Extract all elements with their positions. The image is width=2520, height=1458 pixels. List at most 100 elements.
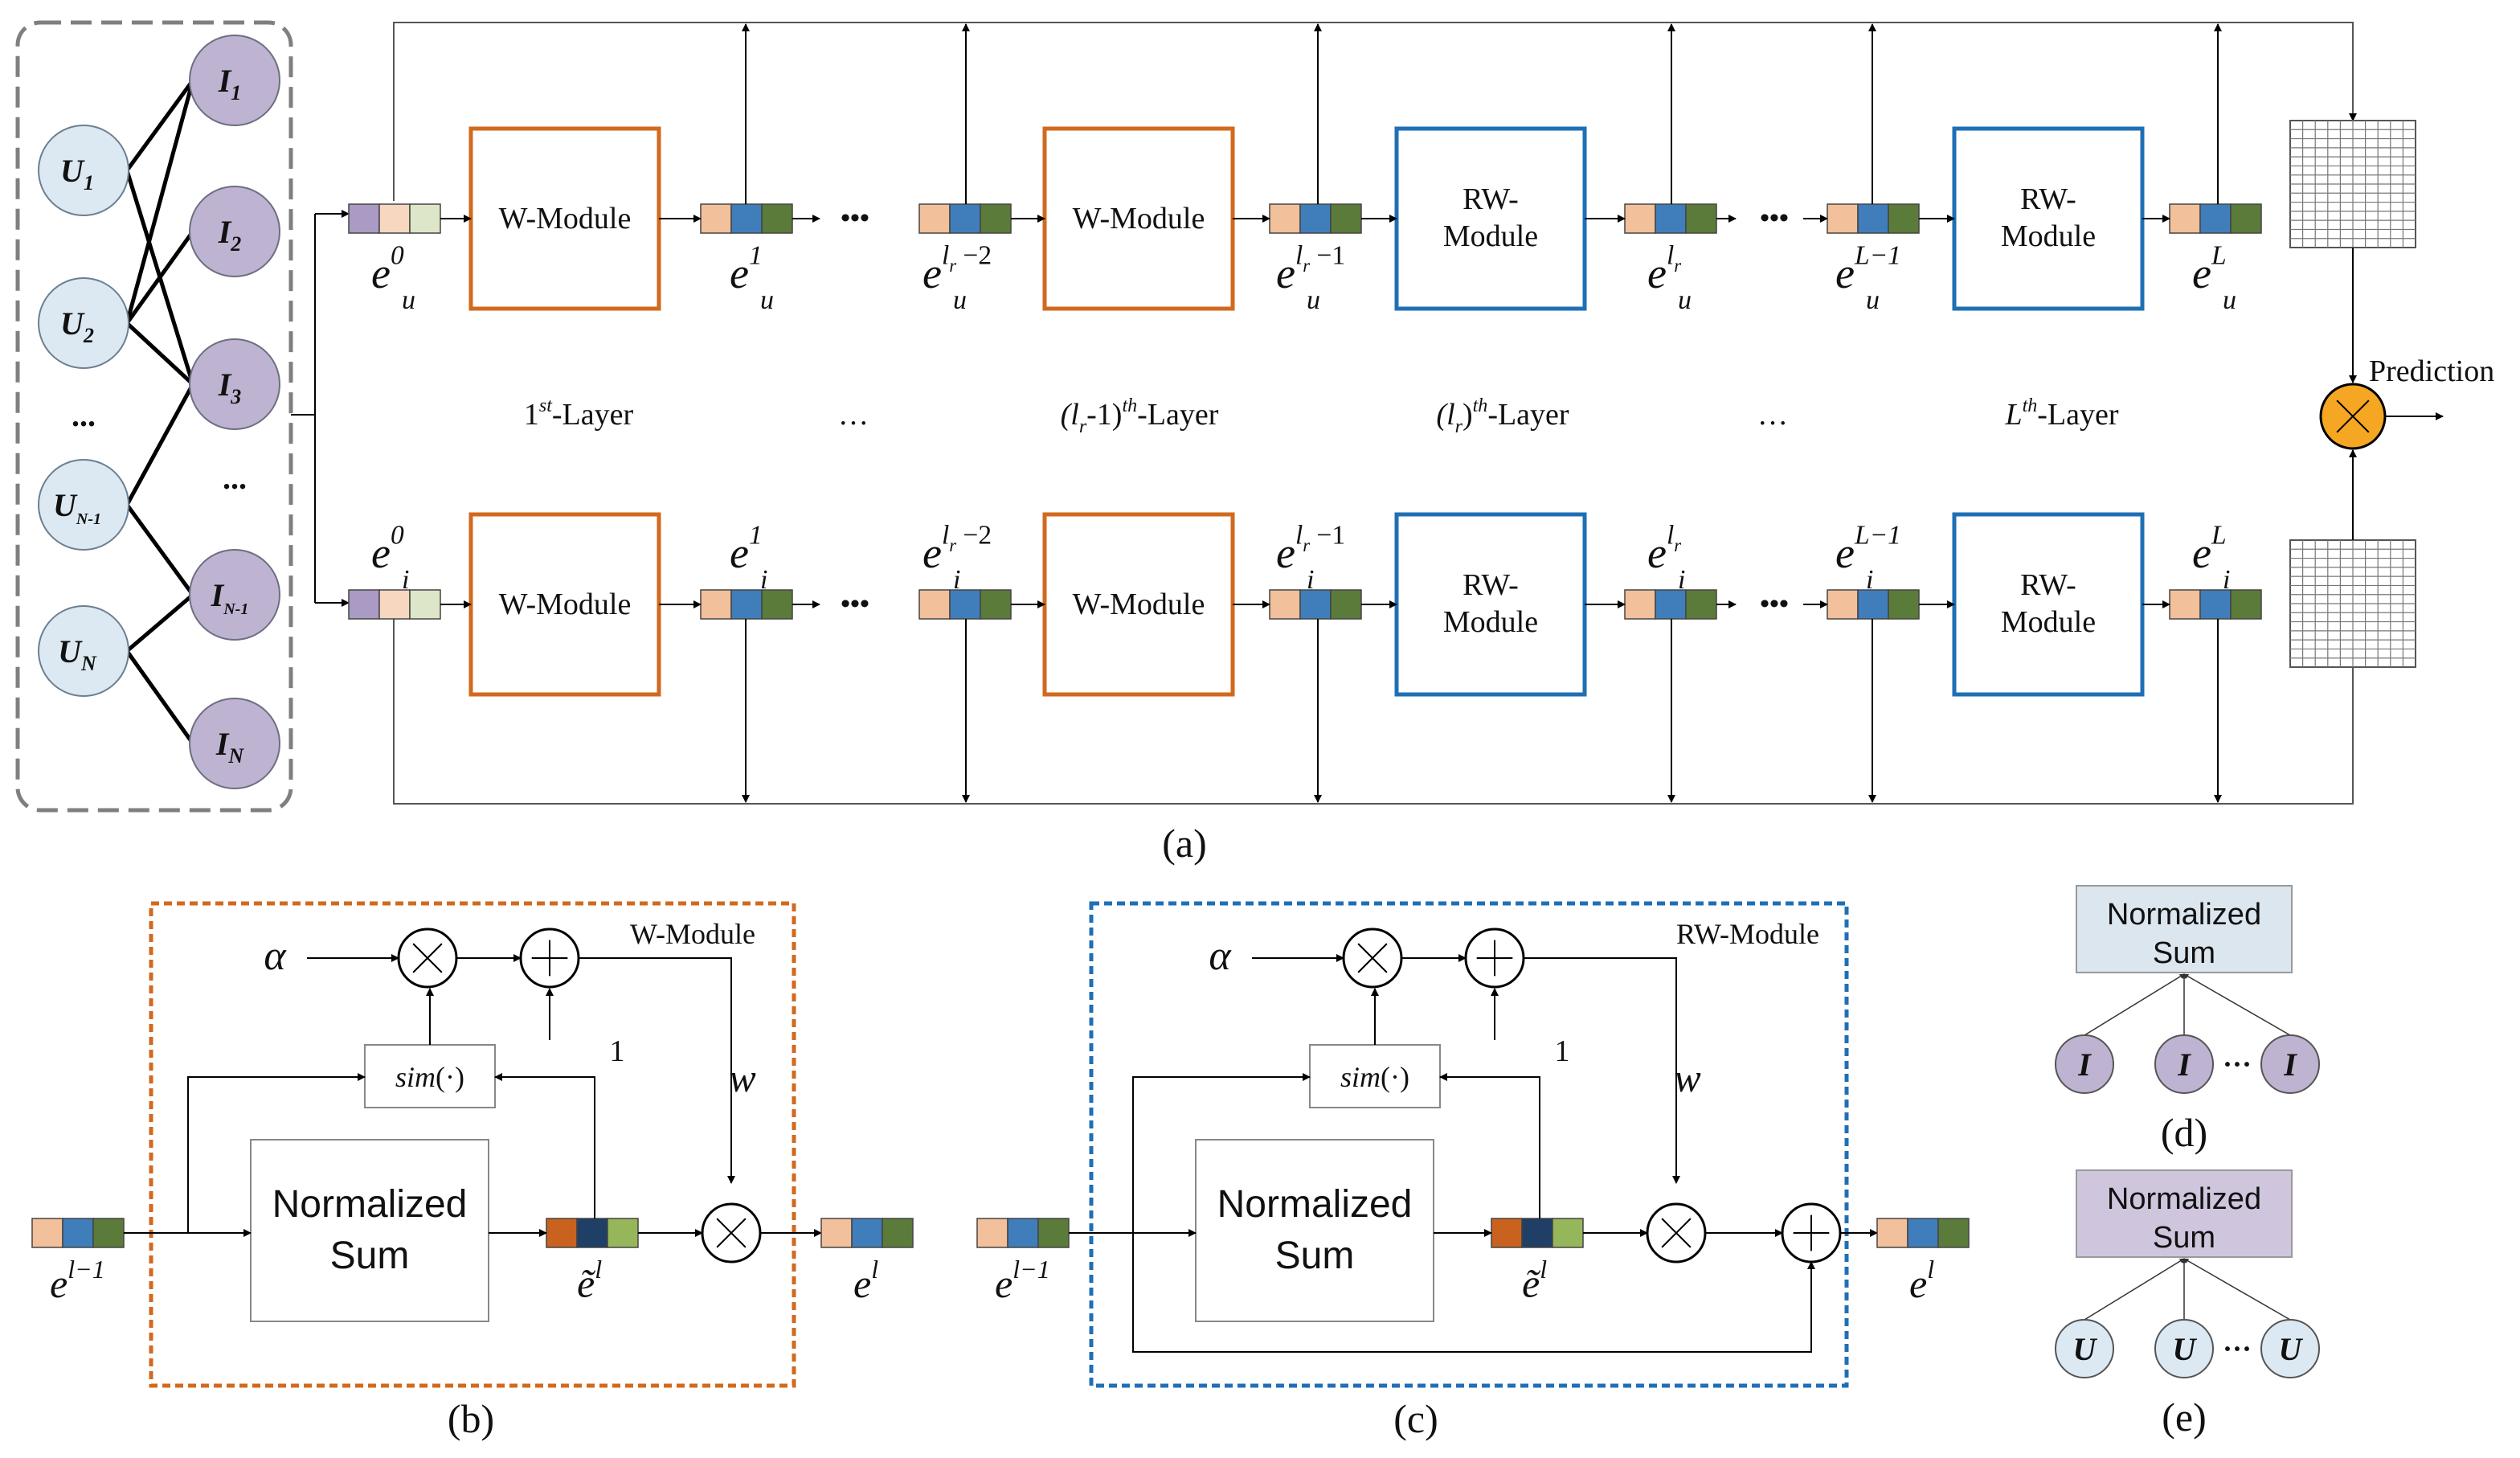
prediction-label: Prediction bbox=[2369, 354, 2494, 388]
w-module-box: W-Module bbox=[1042, 126, 1235, 311]
rw-module-box: RW-Module bbox=[1952, 512, 2145, 697]
tree-dots: ··· bbox=[2223, 1048, 2252, 1080]
tree-node-circle bbox=[2055, 1034, 2114, 1094]
embedding-label: elr −1 bbox=[1276, 520, 1345, 577]
item-embedding-matrix bbox=[2289, 539, 2416, 668]
item-node-label: I2 bbox=[218, 214, 242, 256]
normalized-sum-label-2: Sum bbox=[2153, 936, 2215, 970]
user-embedding-matrix bbox=[2289, 120, 2416, 248]
input-embedding-seg bbox=[976, 1218, 1008, 1248]
rw-module-box: RW-Module bbox=[1952, 126, 2145, 311]
w-module-box: W-Module bbox=[468, 126, 661, 311]
one-label: 1 bbox=[610, 1034, 625, 1068]
module-label-top: RW- bbox=[1462, 182, 1519, 216]
embedding-i-4 bbox=[1624, 589, 1717, 620]
input-embedding-seg bbox=[92, 1218, 125, 1248]
item-node: I2 bbox=[189, 186, 280, 277]
item-node: IN-1 bbox=[189, 549, 280, 641]
item-node-circle bbox=[189, 35, 280, 126]
embedding-label: eL bbox=[2192, 240, 2227, 297]
embedding-i-2-seg bbox=[980, 589, 1012, 620]
dots-ellipsis: ••• bbox=[1760, 589, 1789, 619]
embedding-label: eL−1 bbox=[1835, 240, 1901, 297]
tree-node-circle bbox=[2260, 1319, 2320, 1378]
tree-node: U bbox=[2154, 1319, 2214, 1378]
panel-title: W-Module bbox=[630, 918, 755, 950]
embedding-i-5-seg bbox=[1857, 589, 1889, 620]
embedding-u-5-seg bbox=[1827, 203, 1859, 234]
embedding-i-1-seg bbox=[730, 589, 763, 620]
embedding-u-6-seg bbox=[2199, 203, 2232, 234]
tree-edge bbox=[2183, 973, 2291, 1036]
normalized-sum-box bbox=[2076, 885, 2293, 973]
output-embedding-seg bbox=[1937, 1218, 1970, 1248]
embedding-u-0-seg bbox=[409, 203, 441, 234]
rw-module-box: RW-Module bbox=[1394, 126, 1587, 311]
sim-label: sim(·) bbox=[1340, 1061, 1409, 1093]
output-embedding-seg bbox=[882, 1218, 914, 1248]
embedding-label: elr −2 bbox=[922, 240, 992, 297]
input-embedding-seg bbox=[1007, 1218, 1039, 1248]
tree-node-circle bbox=[2055, 1319, 2114, 1378]
embedding-i-3-seg bbox=[1269, 589, 1301, 620]
tree-node-label: U bbox=[2073, 1331, 2098, 1367]
input-to-sim-arrow bbox=[1132, 1073, 1311, 1233]
user-node-circle bbox=[38, 125, 129, 216]
embedding-i-4-seg bbox=[1655, 589, 1687, 620]
normalized-sum-label-2: Sum bbox=[330, 1235, 410, 1277]
weight-multiply-op-stroke bbox=[1661, 1218, 1692, 1248]
embedding-i-2 bbox=[918, 589, 1012, 620]
embedding-i-4-seg bbox=[1624, 589, 1656, 620]
users-ellipsis: ... bbox=[72, 397, 96, 433]
output-embedding-seg bbox=[820, 1218, 853, 1248]
module-frame bbox=[1952, 512, 2145, 697]
aggregated-embedding-seg bbox=[1521, 1218, 1553, 1248]
panel-frame bbox=[149, 901, 796, 1388]
tree-edge bbox=[2183, 1258, 2291, 1321]
item-node-circle bbox=[189, 698, 280, 789]
dots-ellipsis: ••• bbox=[1760, 203, 1789, 233]
user-node-label: U1 bbox=[60, 153, 94, 195]
add-op bbox=[1464, 928, 1525, 989]
aggregated-embedding-seg bbox=[607, 1218, 639, 1248]
embedding-u-0-seg bbox=[348, 203, 380, 234]
layer-label-5: Lth-Layer bbox=[2004, 395, 2118, 432]
embedding-i-5-seg bbox=[1827, 589, 1859, 620]
caption-a: (a) bbox=[1162, 821, 1207, 866]
embedding-i-6 bbox=[2169, 589, 2262, 620]
aggregated-label: ẽl bbox=[1522, 1255, 1547, 1306]
normalized-sum-label-1: Normalized bbox=[2107, 1182, 2261, 1216]
sim-label: sim(·) bbox=[395, 1061, 464, 1093]
embedding-label: e0 bbox=[371, 240, 404, 297]
embedding-sub: i bbox=[402, 565, 409, 595]
embedding-sub: i bbox=[2223, 565, 2230, 595]
panel-frame bbox=[1089, 901, 1849, 1388]
input-embedding bbox=[31, 1218, 125, 1248]
module-label-bottom: Module bbox=[1443, 219, 1538, 253]
tree-node-circle bbox=[2154, 1319, 2214, 1378]
embedding-i-5 bbox=[1827, 589, 1920, 620]
embedding-i-0 bbox=[348, 589, 441, 620]
normalized-sum-box bbox=[1195, 1139, 1434, 1322]
item-node: IN bbox=[189, 698, 280, 789]
input-embedding bbox=[976, 1218, 1070, 1248]
embedding-i-6-seg bbox=[2169, 589, 2201, 620]
output-embedding-seg bbox=[1876, 1218, 1908, 1248]
module-frame bbox=[468, 126, 661, 311]
embedding-u-2 bbox=[918, 203, 1012, 234]
normalized-sum-box bbox=[250, 1139, 489, 1322]
tree-node-label: I bbox=[2077, 1046, 2092, 1083]
tree-node: U bbox=[2260, 1319, 2320, 1378]
embedding-i-3-seg bbox=[1330, 589, 1362, 620]
aggregated-embedding-seg bbox=[1491, 1218, 1523, 1248]
tree-node-circle bbox=[2154, 1034, 2214, 1094]
output-label: el bbox=[1909, 1255, 1934, 1306]
module-label-top: RW- bbox=[2020, 182, 2076, 216]
embedding-i-1-seg bbox=[700, 589, 732, 620]
w-label: w bbox=[729, 1055, 755, 1100]
tree-node-label: I bbox=[2177, 1046, 2191, 1083]
